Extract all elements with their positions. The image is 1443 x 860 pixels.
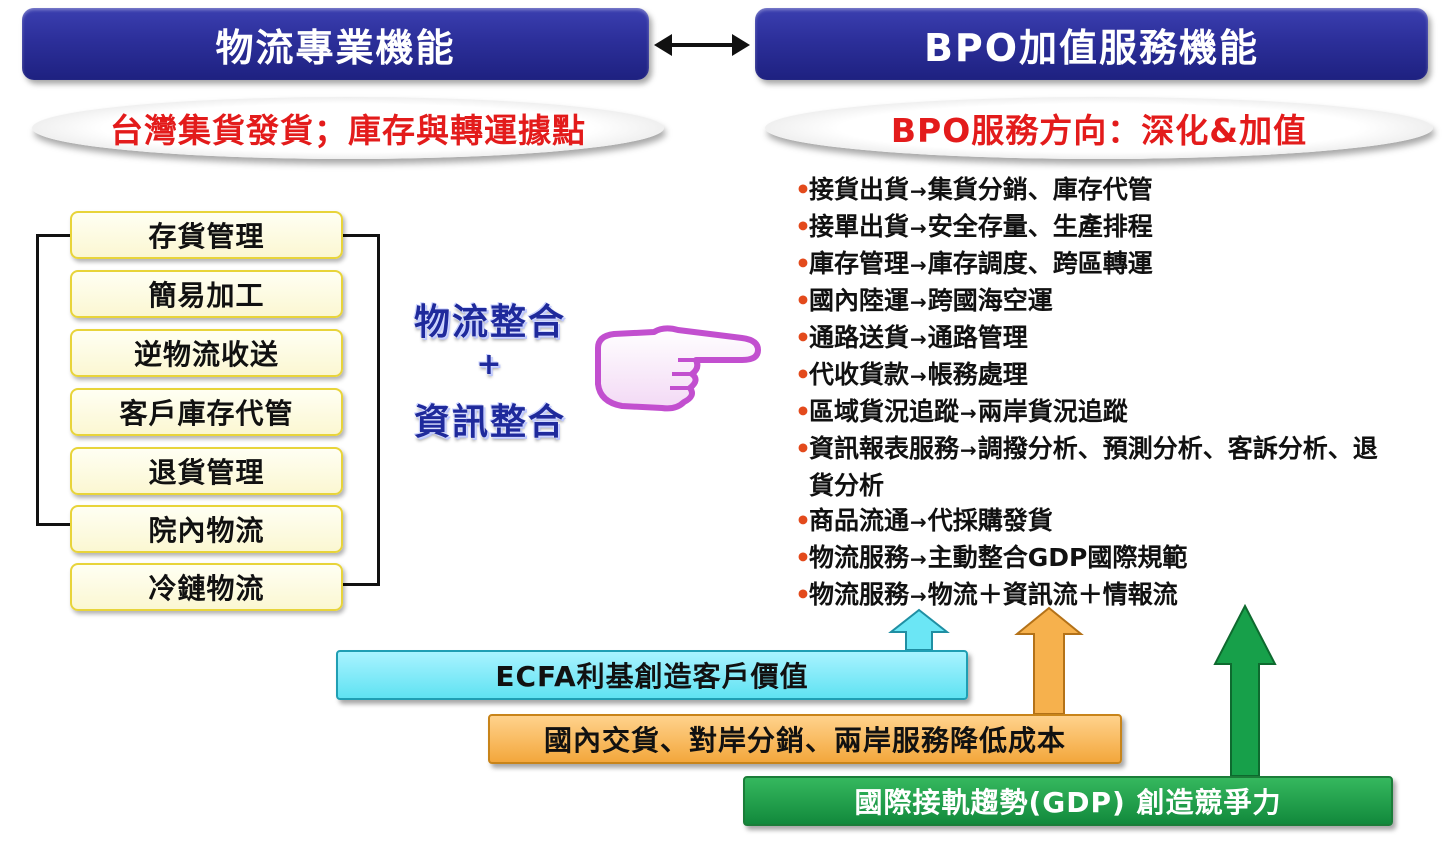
bullet-icon: •	[795, 249, 811, 278]
service-from: 接貨出貨	[809, 175, 910, 204]
right-arrow-icon: →	[960, 438, 977, 462]
service-from: 物流服務	[809, 580, 910, 609]
bullet-icon: •	[795, 506, 811, 535]
gdp-competitiveness-text: 國際接軌趨勢(GDP) 創造競爭力	[854, 786, 1282, 819]
ecfa-value-bar: ECFA利基創造客戶價值	[336, 650, 968, 700]
service-item: • 區域貨況追蹤→兩岸貨況追蹤	[795, 394, 1405, 431]
service-from: 資訊報表服務	[809, 434, 960, 463]
function-box: 存貨管理	[70, 211, 343, 259]
service-item: • 商品流通→代採購發貨	[795, 503, 1405, 540]
function-box: 冷鏈物流	[70, 563, 343, 611]
service-to: 庫存調度、跨區轉運	[927, 249, 1153, 278]
right-arrow-icon: →	[910, 253, 927, 277]
right-arrow-icon: →	[910, 510, 927, 534]
service-to: 帳務處理	[927, 360, 1028, 389]
right-bracket	[342, 234, 380, 586]
service-item: • 接單出貨→安全存量、生產排程	[795, 209, 1405, 246]
function-label: 冷鏈物流	[148, 572, 265, 605]
bullet-icon: •	[795, 580, 811, 609]
service-to: 通路管理	[927, 323, 1028, 352]
bullet-icon: •	[795, 212, 811, 241]
logistics-function-header-text: 物流專業機能	[215, 25, 456, 70]
left-subtitle-text: 台灣集貨發貨；庫存與轉運據點	[110, 111, 586, 150]
function-label: 逆物流收送	[133, 338, 279, 371]
cost-reduction-bar: 國內交貨、對岸分銷、兩岸服務降低成本	[488, 714, 1122, 764]
service-to: 安全存量、生產排程	[927, 212, 1153, 241]
service-to: 調撥分析、預測分析、客訴分析、退貨分析	[809, 434, 1378, 500]
logistics-function-header: 物流專業機能	[22, 8, 649, 80]
service-from: 國內陸運	[809, 286, 910, 315]
service-item: • 通路送貨→通路管理	[795, 320, 1405, 357]
service-from: 代收貨款	[809, 360, 910, 389]
bullet-icon: •	[795, 434, 811, 463]
service-from: 商品流通	[809, 506, 910, 535]
logistics-integration-text: 物流整合	[413, 302, 566, 343]
cost-reduction-text: 國內交貨、對岸分銷、兩岸服務降低成本	[543, 724, 1066, 757]
service-item: • 物流服務→主動整合GDP國際規範	[795, 540, 1405, 577]
right-subtitle-ellipse: BPO服務方向：深化&加值	[765, 97, 1433, 159]
gdp-competitiveness-bar: 國際接軌趨勢(GDP) 創造競爭力	[743, 776, 1393, 826]
service-to: 集貨分銷、庫存代管	[927, 175, 1153, 204]
right-arrow-icon: →	[910, 216, 927, 240]
service-from: 接單出貨	[809, 212, 910, 241]
left-subtitle-ellipse: 台灣集貨發貨；庫存與轉運據點	[32, 97, 664, 159]
double-arrow-icon	[654, 34, 750, 56]
bullet-icon: •	[795, 175, 811, 204]
bullet-icon: •	[795, 397, 811, 426]
service-to: 物流＋資訊流＋情報流	[927, 580, 1178, 609]
service-item: • 代收貨款→帳務處理	[795, 357, 1405, 394]
service-to: 代採購發貨	[927, 506, 1053, 535]
right-arrow-icon: →	[910, 364, 927, 388]
function-box: 客戶庫存代管	[70, 388, 343, 436]
right-arrow-icon: →	[910, 290, 927, 314]
bpo-service-header-text: BPO加值服務機能	[923, 25, 1260, 70]
bullet-icon: •	[795, 286, 811, 315]
service-item: • 資訊報表服務→調撥分析、預測分析、客訴分析、退貨分析	[795, 431, 1405, 503]
cyan-up-arrow-icon	[888, 608, 950, 651]
bullet-icon: •	[795, 323, 811, 352]
service-to: 兩岸貨況追蹤	[977, 397, 1128, 426]
right-arrow-icon: →	[910, 179, 927, 203]
right-arrow-icon: →	[910, 327, 927, 351]
function-box: 簡易加工	[70, 270, 343, 318]
right-subtitle-text: BPO服務方向：深化&加值	[890, 111, 1308, 150]
green-up-arrow-icon	[1213, 604, 1277, 777]
bullet-icon: •	[795, 360, 811, 389]
service-from: 物流服務	[809, 543, 910, 572]
service-to: 主動整合GDP國際規範	[927, 543, 1188, 572]
pointing-hand-icon	[595, 325, 761, 412]
service-item: • 國內陸運→跨國海空運	[795, 283, 1405, 320]
service-from: 區域貨況追蹤	[809, 397, 960, 426]
function-box: 退貨管理	[70, 447, 343, 495]
service-to: 跨國海空運	[927, 286, 1053, 315]
service-item: • 物流服務→物流＋資訊流＋情報流	[795, 577, 1405, 614]
info-integration-text: 資訊整合	[413, 402, 566, 443]
right-arrow-icon: →	[910, 547, 927, 571]
right-arrow-icon: →	[960, 401, 977, 425]
function-label: 院內物流	[148, 514, 265, 547]
left-bracket	[36, 234, 72, 526]
bpo-service-header: BPO加值服務機能	[755, 8, 1428, 80]
bullet-icon: •	[795, 543, 811, 572]
ecfa-value-text: ECFA利基創造客戶價值	[495, 660, 809, 693]
function-label: 簡易加工	[148, 279, 265, 312]
service-from: 通路送貨	[809, 323, 910, 352]
service-item: • 接貨出貨→集貨分銷、庫存代管	[795, 172, 1405, 209]
service-item: • 庫存管理→庫存調度、跨區轉運	[795, 246, 1405, 283]
function-label: 客戶庫存代管	[119, 397, 294, 430]
function-label: 存貨管理	[148, 220, 265, 253]
plus-sign: +	[476, 347, 504, 382]
function-label: 退貨管理	[148, 456, 265, 489]
bpo-service-list: • 接貨出貨→集貨分銷、庫存代管 • 接單出貨→安全存量、生產排程 • 庫存管理…	[795, 172, 1405, 614]
function-box: 院內物流	[70, 505, 343, 553]
function-box: 逆物流收送	[70, 329, 343, 377]
service-from: 庫存管理	[809, 249, 910, 278]
orange-up-arrow-icon	[1014, 606, 1084, 715]
right-arrow-icon: →	[910, 584, 927, 608]
